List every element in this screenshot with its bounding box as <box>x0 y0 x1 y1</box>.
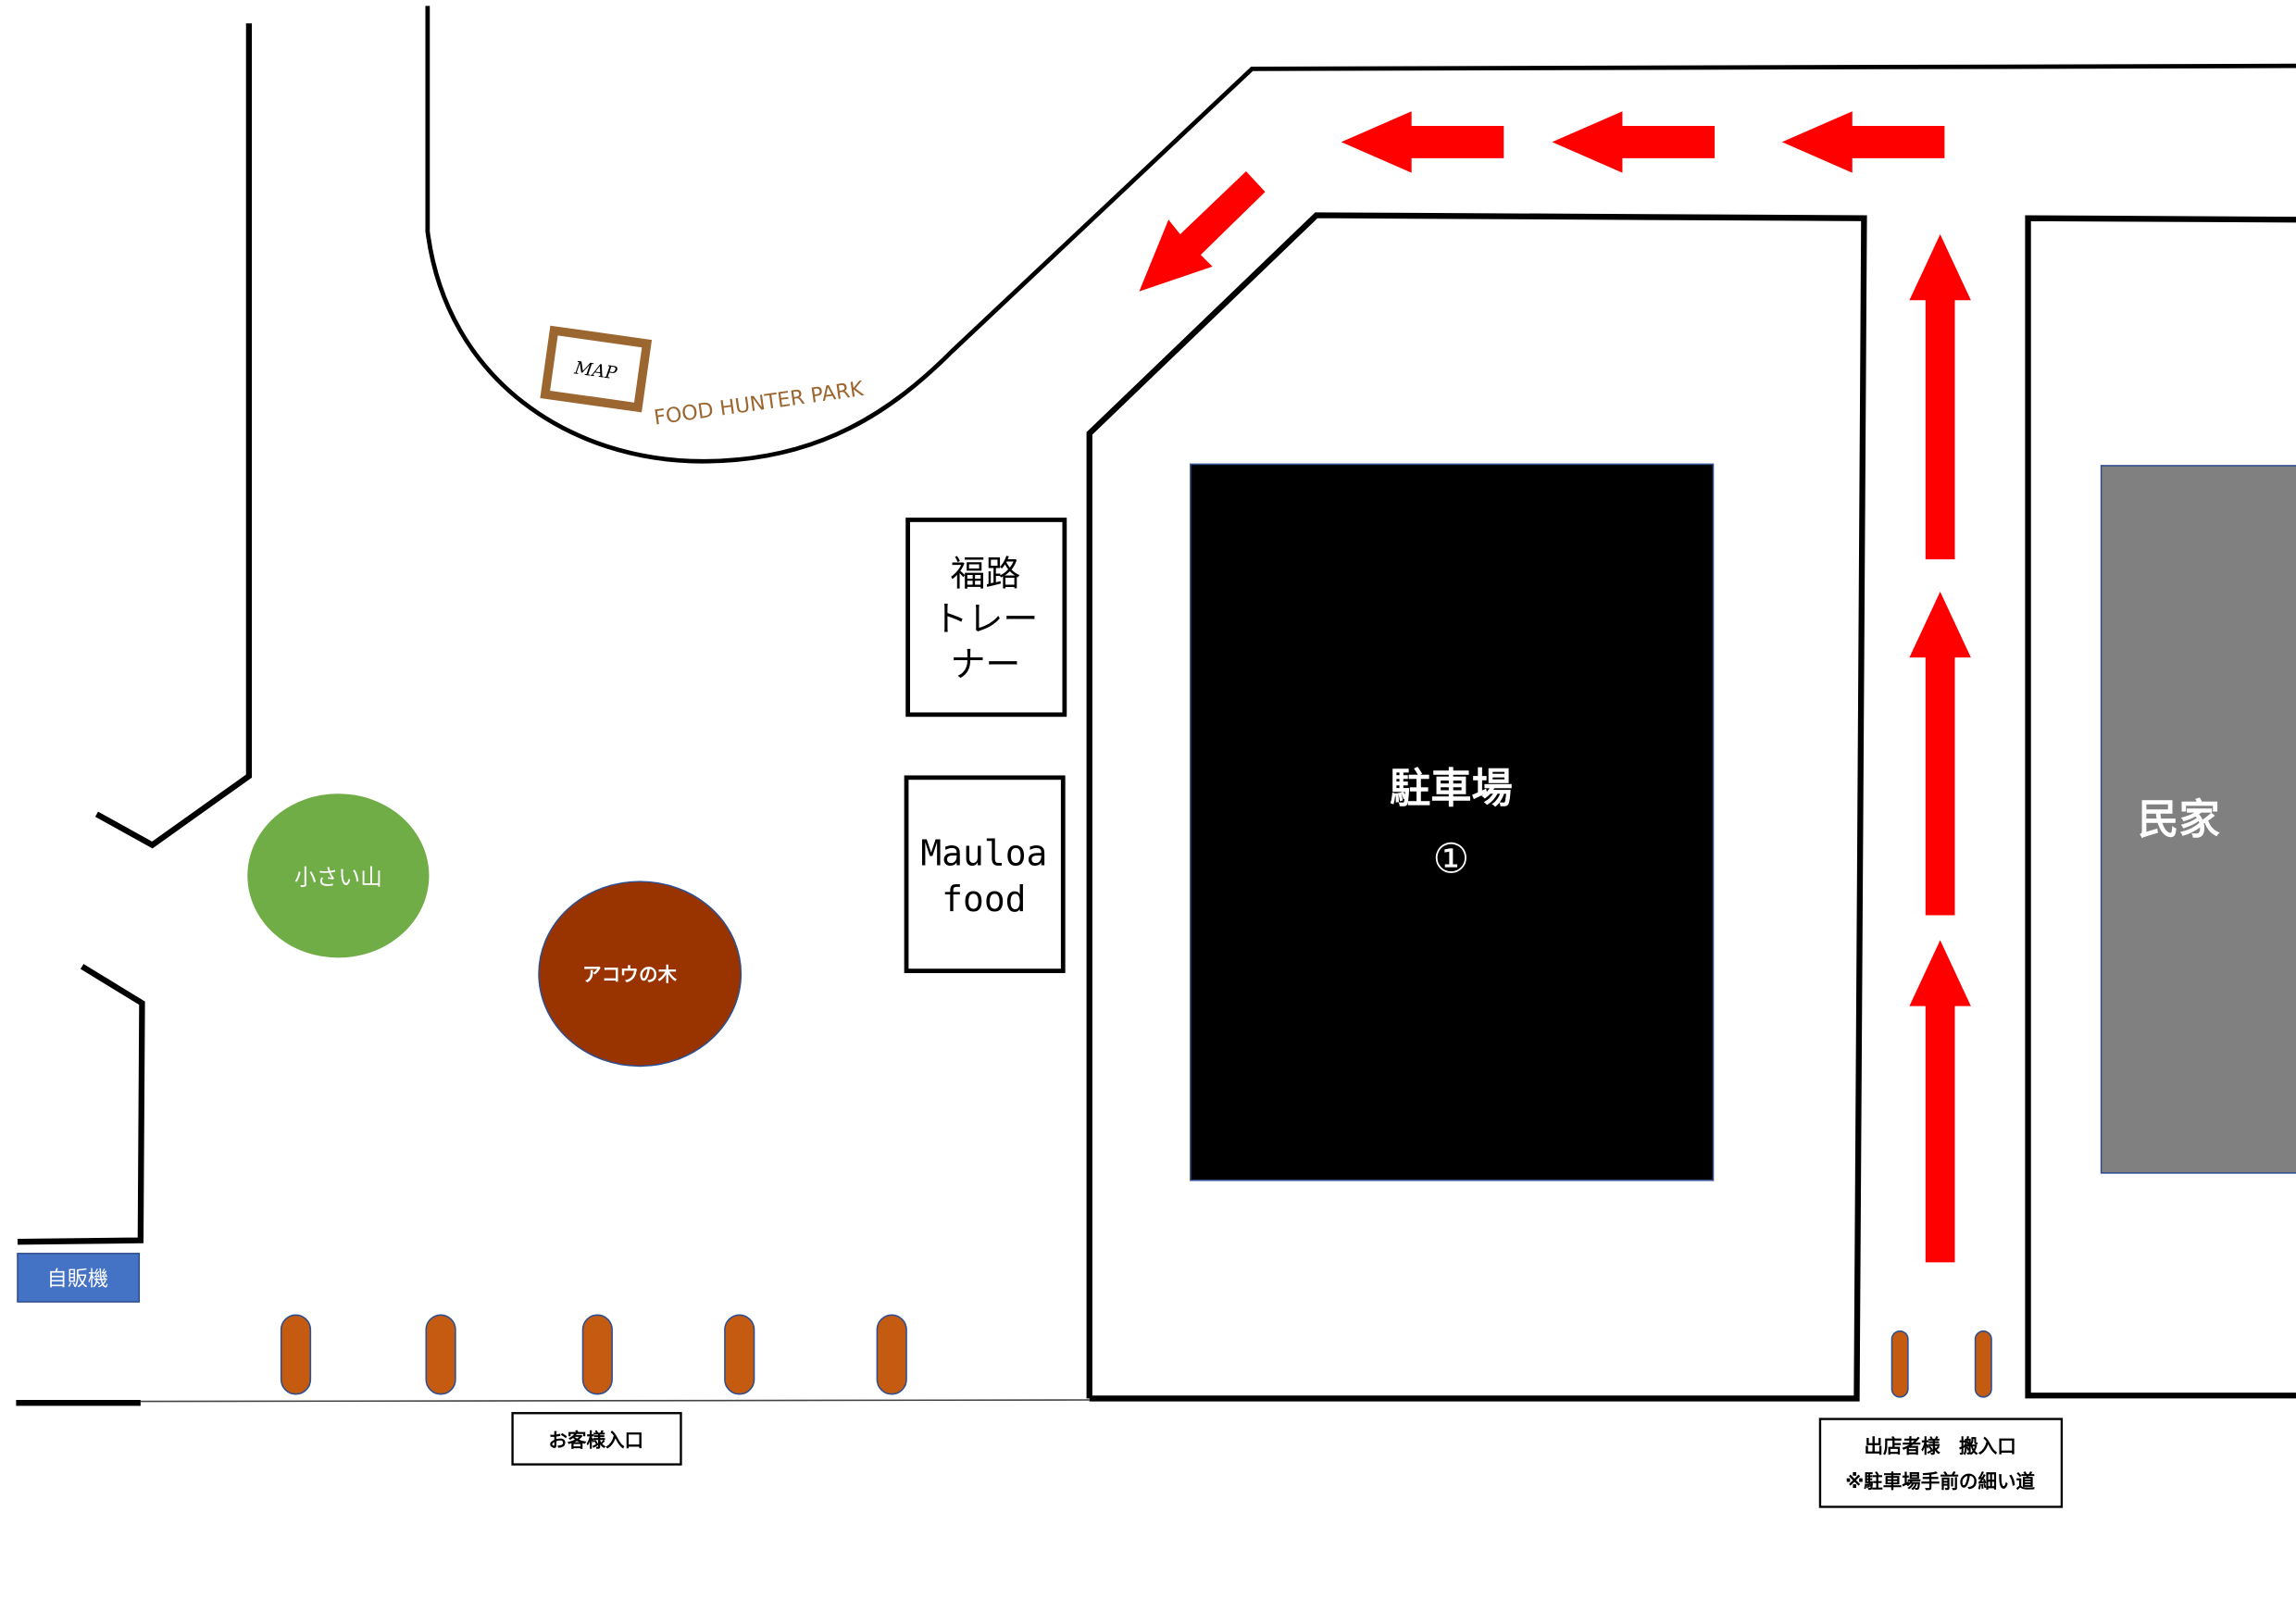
bollard-icon <box>280 1314 312 1395</box>
svg-text:民家: 民家 <box>2138 796 2220 843</box>
svg-text:お客様入口: お客様入口 <box>548 1430 643 1452</box>
house-block-outline <box>2025 215 2296 1399</box>
bollard-icon <box>581 1314 613 1395</box>
svg-text:福路: 福路 <box>951 554 1021 594</box>
svg-text:トレー: トレー <box>933 599 1039 640</box>
bollard-icon <box>876 1314 907 1395</box>
sidewalk-line <box>140 1399 1090 1403</box>
arrows <box>1139 111 1971 1263</box>
roads <box>16 6 2296 1406</box>
bollard-icon <box>425 1314 456 1395</box>
vending-machine: 自販機 <box>17 1253 141 1303</box>
road-edge-left-upper <box>94 23 253 849</box>
vendor-entrance-label: 出店者様 搬入口 ※駐車場手前の細い道 <box>1818 1418 2064 1508</box>
shop-mauloa-food: Mauloa food <box>904 775 1066 973</box>
arrow-up-icon <box>1909 940 1971 1263</box>
bollards <box>280 1314 1992 1398</box>
road-edge-left-lower <box>17 964 145 1245</box>
svg-text:アコウの木: アコウの木 <box>582 964 677 986</box>
parking-block-outline <box>1086 212 1867 1402</box>
bollard-icon <box>1974 1330 1992 1398</box>
arrow-left-icon <box>1341 111 1504 173</box>
house: 民家 <box>2100 465 2296 1174</box>
akou-tree: アコウの木 <box>538 881 742 1068</box>
svg-text:Mauloa: Mauloa <box>920 833 1047 874</box>
svg-text:自販機: 自販機 <box>47 1268 108 1292</box>
svg-text:出店者様 搬入口: 出店者様 搬入口 <box>1864 1435 2015 1457</box>
parking-number: ① <box>1433 836 1470 883</box>
arrow-up-icon <box>1909 234 1971 560</box>
park-name: FOOD HUNTER PARK <box>653 377 866 431</box>
small-hill: 小さい山 <box>247 793 430 958</box>
parking-lot: 駐車場 ① <box>1190 463 1715 1181</box>
bollard-icon <box>724 1314 755 1395</box>
bollard-icon <box>1890 1330 1909 1398</box>
svg-text:food: food <box>942 879 1026 919</box>
parking-label: 駐車場 <box>1390 766 1513 813</box>
arrow-up-icon <box>1909 591 1971 916</box>
customer-entrance-label: お客様入口 <box>511 1412 682 1466</box>
svg-text:小さい山: 小さい山 <box>294 864 382 890</box>
arrow-left-icon <box>1781 111 1945 173</box>
svg-text:※駐車場手前の細い道: ※駐車場手前の細い道 <box>1845 1470 2035 1493</box>
svg-text:ナー: ナー <box>951 644 1021 685</box>
road-curve <box>425 6 2296 464</box>
map-sign: MAP <box>540 325 653 413</box>
arrow-left-icon <box>1552 111 1716 173</box>
arrow-down-left-icon <box>1139 171 1266 292</box>
shop-fukuro-trainer: 福路 トレー ナー <box>905 518 1067 718</box>
